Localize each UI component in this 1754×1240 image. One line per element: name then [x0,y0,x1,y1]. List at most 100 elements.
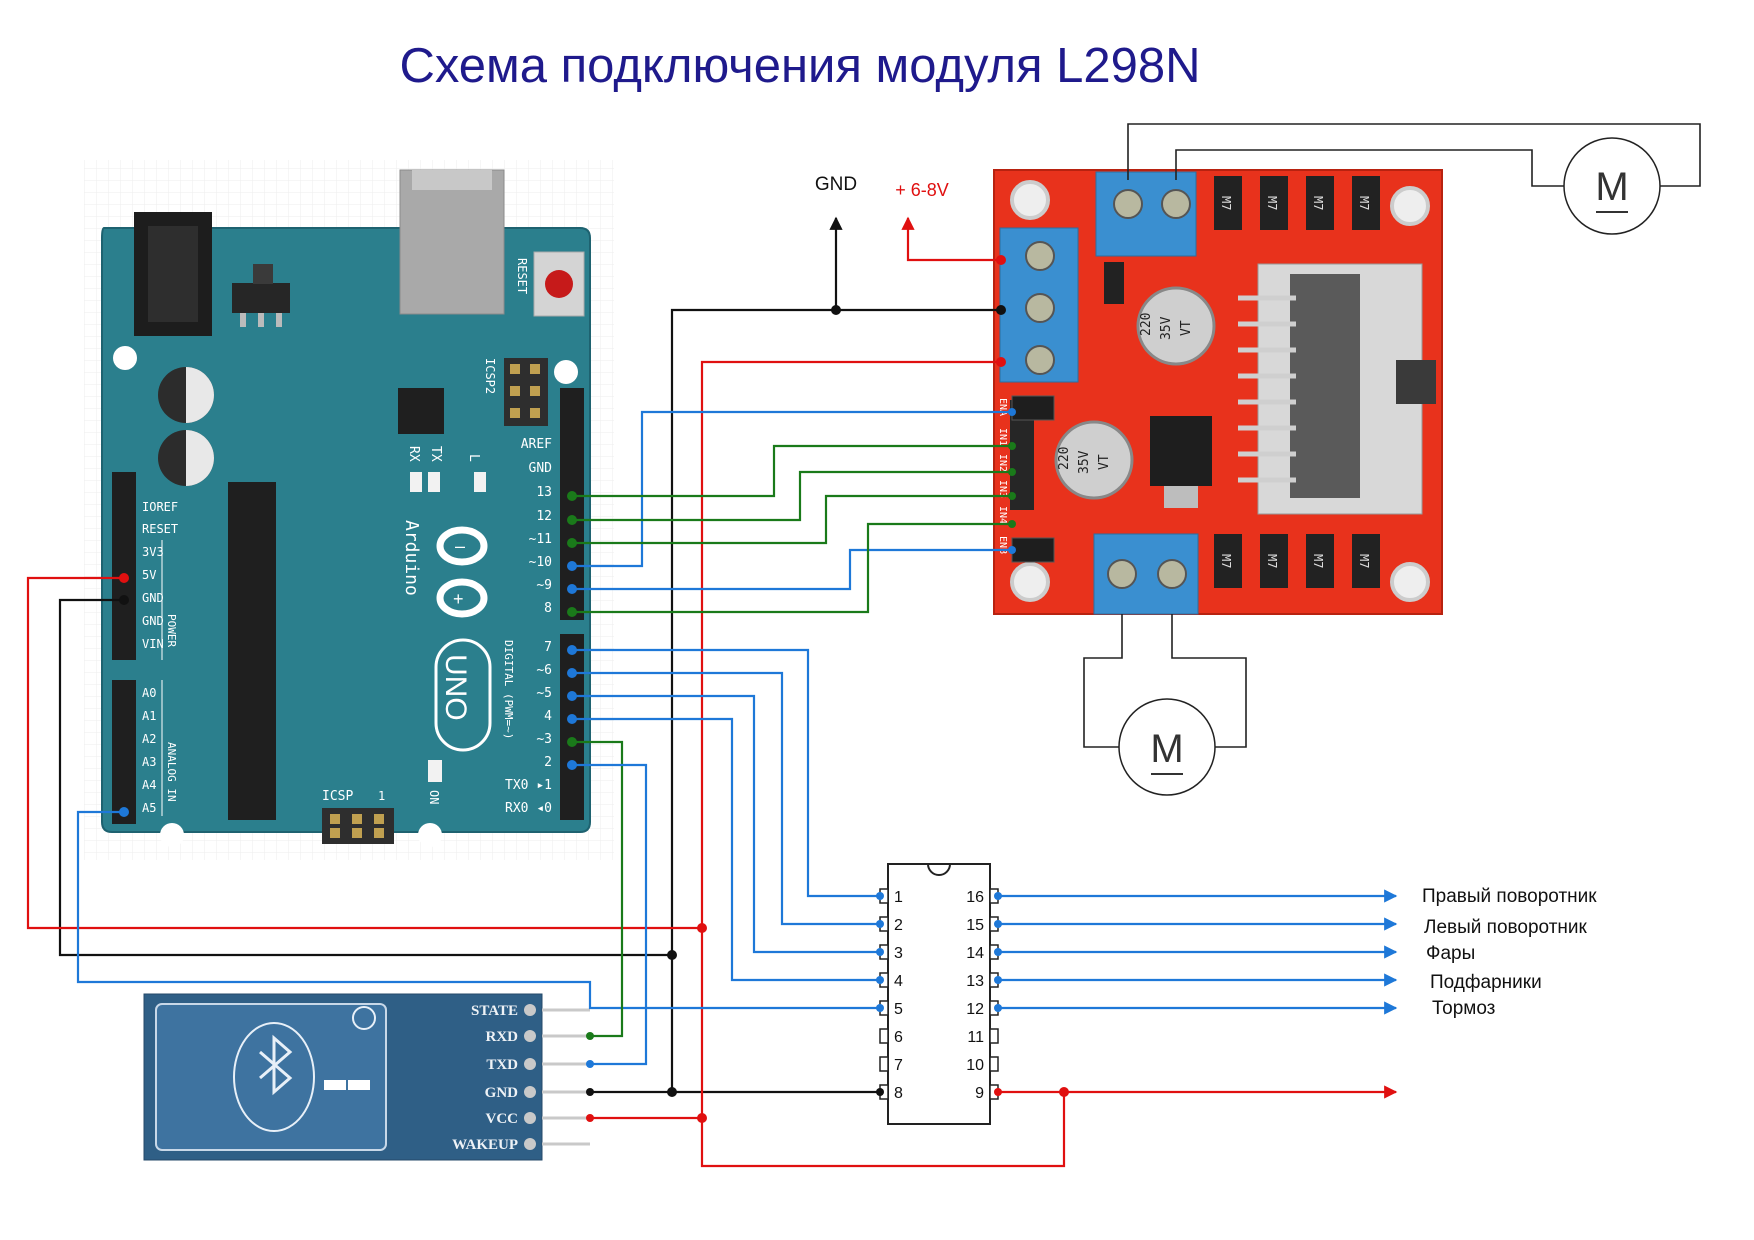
wire-9-enb [572,548,1012,591]
diode-4-mark: M7 [1357,196,1371,210]
pin-6: ~6 [536,663,552,678]
vin-wire [906,222,1001,262]
chip-pin-3: 3 [894,945,903,962]
pin-a0: A0 [142,686,156,700]
pin-7: 7 [544,640,552,655]
pin-11: ~11 [529,532,552,547]
svg-text:+: + [453,589,464,609]
chip-pin-4: 4 [894,973,903,990]
chip-pin-15: 15 [966,917,984,934]
arduino-brand: Arduino [401,520,422,596]
wire-4-chip4 [572,717,880,982]
pin-gnd-1: GND [142,591,164,605]
pin-gnd-3: GND [529,461,553,476]
l298n-pin-ena: ENA [997,398,1008,416]
power-caption: POWER [165,614,178,647]
icsp-pin-one: 1 [378,789,385,803]
motor-bottom-wire-b [1171,614,1247,748]
output-parking-lights: Подфарники [1430,972,1542,993]
pin-10: ~10 [529,555,552,570]
wire-11-in3 [572,494,1012,545]
bt-pin-vcc: VCC [486,1111,519,1127]
l298n-pin-in2: IN2 [997,454,1008,472]
pin-5v: 5V [142,568,156,582]
motor-top-symbol: M [1595,165,1628,209]
pin-4: 4 [544,709,552,724]
pin-0: RX0 ◂0 [505,801,552,816]
analog-caption: ANALOG IN [165,742,178,802]
arduino-logo: – + [436,526,488,618]
pin-a1: A1 [142,709,156,723]
pin-a3: A3 [142,755,156,769]
chip-pin-5: 5 [894,1001,903,1018]
pin-vin: VIN [142,637,164,651]
gnd-bus [670,308,836,1090]
arduino-left-pin-labels: IOREF RESET 3V3 5V GND GND VIN A0 A1 A2 … [142,500,178,815]
chip-pin-7: 7 [894,1057,903,1074]
chip-pin-8: 8 [894,1085,903,1102]
pin-a2: A2 [142,732,156,746]
rx-label: RX [406,446,421,462]
pin-a4: A4 [142,778,156,792]
output-headlights: Фары [1426,943,1475,964]
wire-13-in1 [572,444,1012,498]
diode-3-mark: M7 [1311,196,1325,210]
pin-9: ~9 [536,578,552,593]
arduino-uno-board: RESET ICSP2 RX TX L – + [84,160,614,860]
diode-5-mark: M7 [1219,554,1233,568]
l298n-pin-enb: ENB [997,536,1008,554]
chip-pin-12: 12 [966,1001,984,1018]
wire-7-chip1 [572,648,880,898]
chip-pin-10: 10 [966,1057,984,1074]
pin-a5: A5 [142,801,156,815]
cap2-voltage: 35V [1077,450,1092,474]
chip-pin-14: 14 [966,945,984,962]
pin-5: ~5 [536,686,552,701]
on-label: ON [427,790,441,804]
gnd-arduino [58,598,672,957]
chip-pin-1: 1 [894,889,903,906]
diode-6-mark: M7 [1265,554,1279,568]
pin-ioref: IOREF [142,500,178,514]
gnd-wire-top [834,222,1001,312]
output-right-turn: Правый поворотник [1422,886,1597,907]
chip-pin-6: 6 [894,1029,903,1046]
bt-pin-gnd: GND [485,1085,519,1101]
chip-pin-16: 16 [966,889,984,906]
cap1-value: 220 [1139,313,1154,336]
gnd-label: GND [815,174,857,195]
vcc-arduino [26,576,702,930]
svg-text:–: – [455,536,465,556]
digital-caption: DIGITAL (PWM=~) [502,640,515,739]
pin-1: TX0 ▸1 [505,778,552,793]
wire-12-in2 [572,470,1012,522]
wire-2-txd [572,763,648,1066]
output-left-turn: Левый поворотник [1424,917,1588,938]
pin-reset: RESET [142,522,178,536]
chip-pin-11: 11 [967,1029,984,1046]
bluetooth-module: STATE RXD TXD GND VCC WAKEUP [143,993,590,1161]
uno-label: UNO [439,654,472,721]
l298n-module: 220 35V VT 220 35V VT M7 M7 M7 M7 M7 M7 … [993,169,1443,615]
chip-pin-2: 2 [894,917,903,934]
l298n-pin-in4: IN4 [997,506,1008,524]
wire-3-rxd [572,740,624,1038]
tx-label: TX [428,446,443,462]
cap2-mark: VT [1097,454,1112,470]
output-labels: Правый поворотник Левый поворотник Фары … [1422,886,1597,1019]
pin-12: 12 [536,509,552,524]
bt-pin-txd: TXD [486,1057,518,1073]
motor-bottom: M [1118,698,1216,796]
diode-2-mark: M7 [1265,196,1279,210]
motor-top-wire-a [1127,123,1701,187]
icsp-label: ICSP [322,789,353,804]
bt-pin-state: STATE [471,1003,518,1019]
motor-top-wire-b [1175,149,1564,187]
bt-pin-wakeup: WAKEUP [452,1137,518,1153]
cap1-mark: VT [1179,320,1194,336]
cap2-value: 220 [1057,447,1072,470]
junction-dots [119,255,1069,1123]
pin-3v3: 3V3 [142,545,164,559]
motor-bottom-wire-a [1083,614,1123,748]
